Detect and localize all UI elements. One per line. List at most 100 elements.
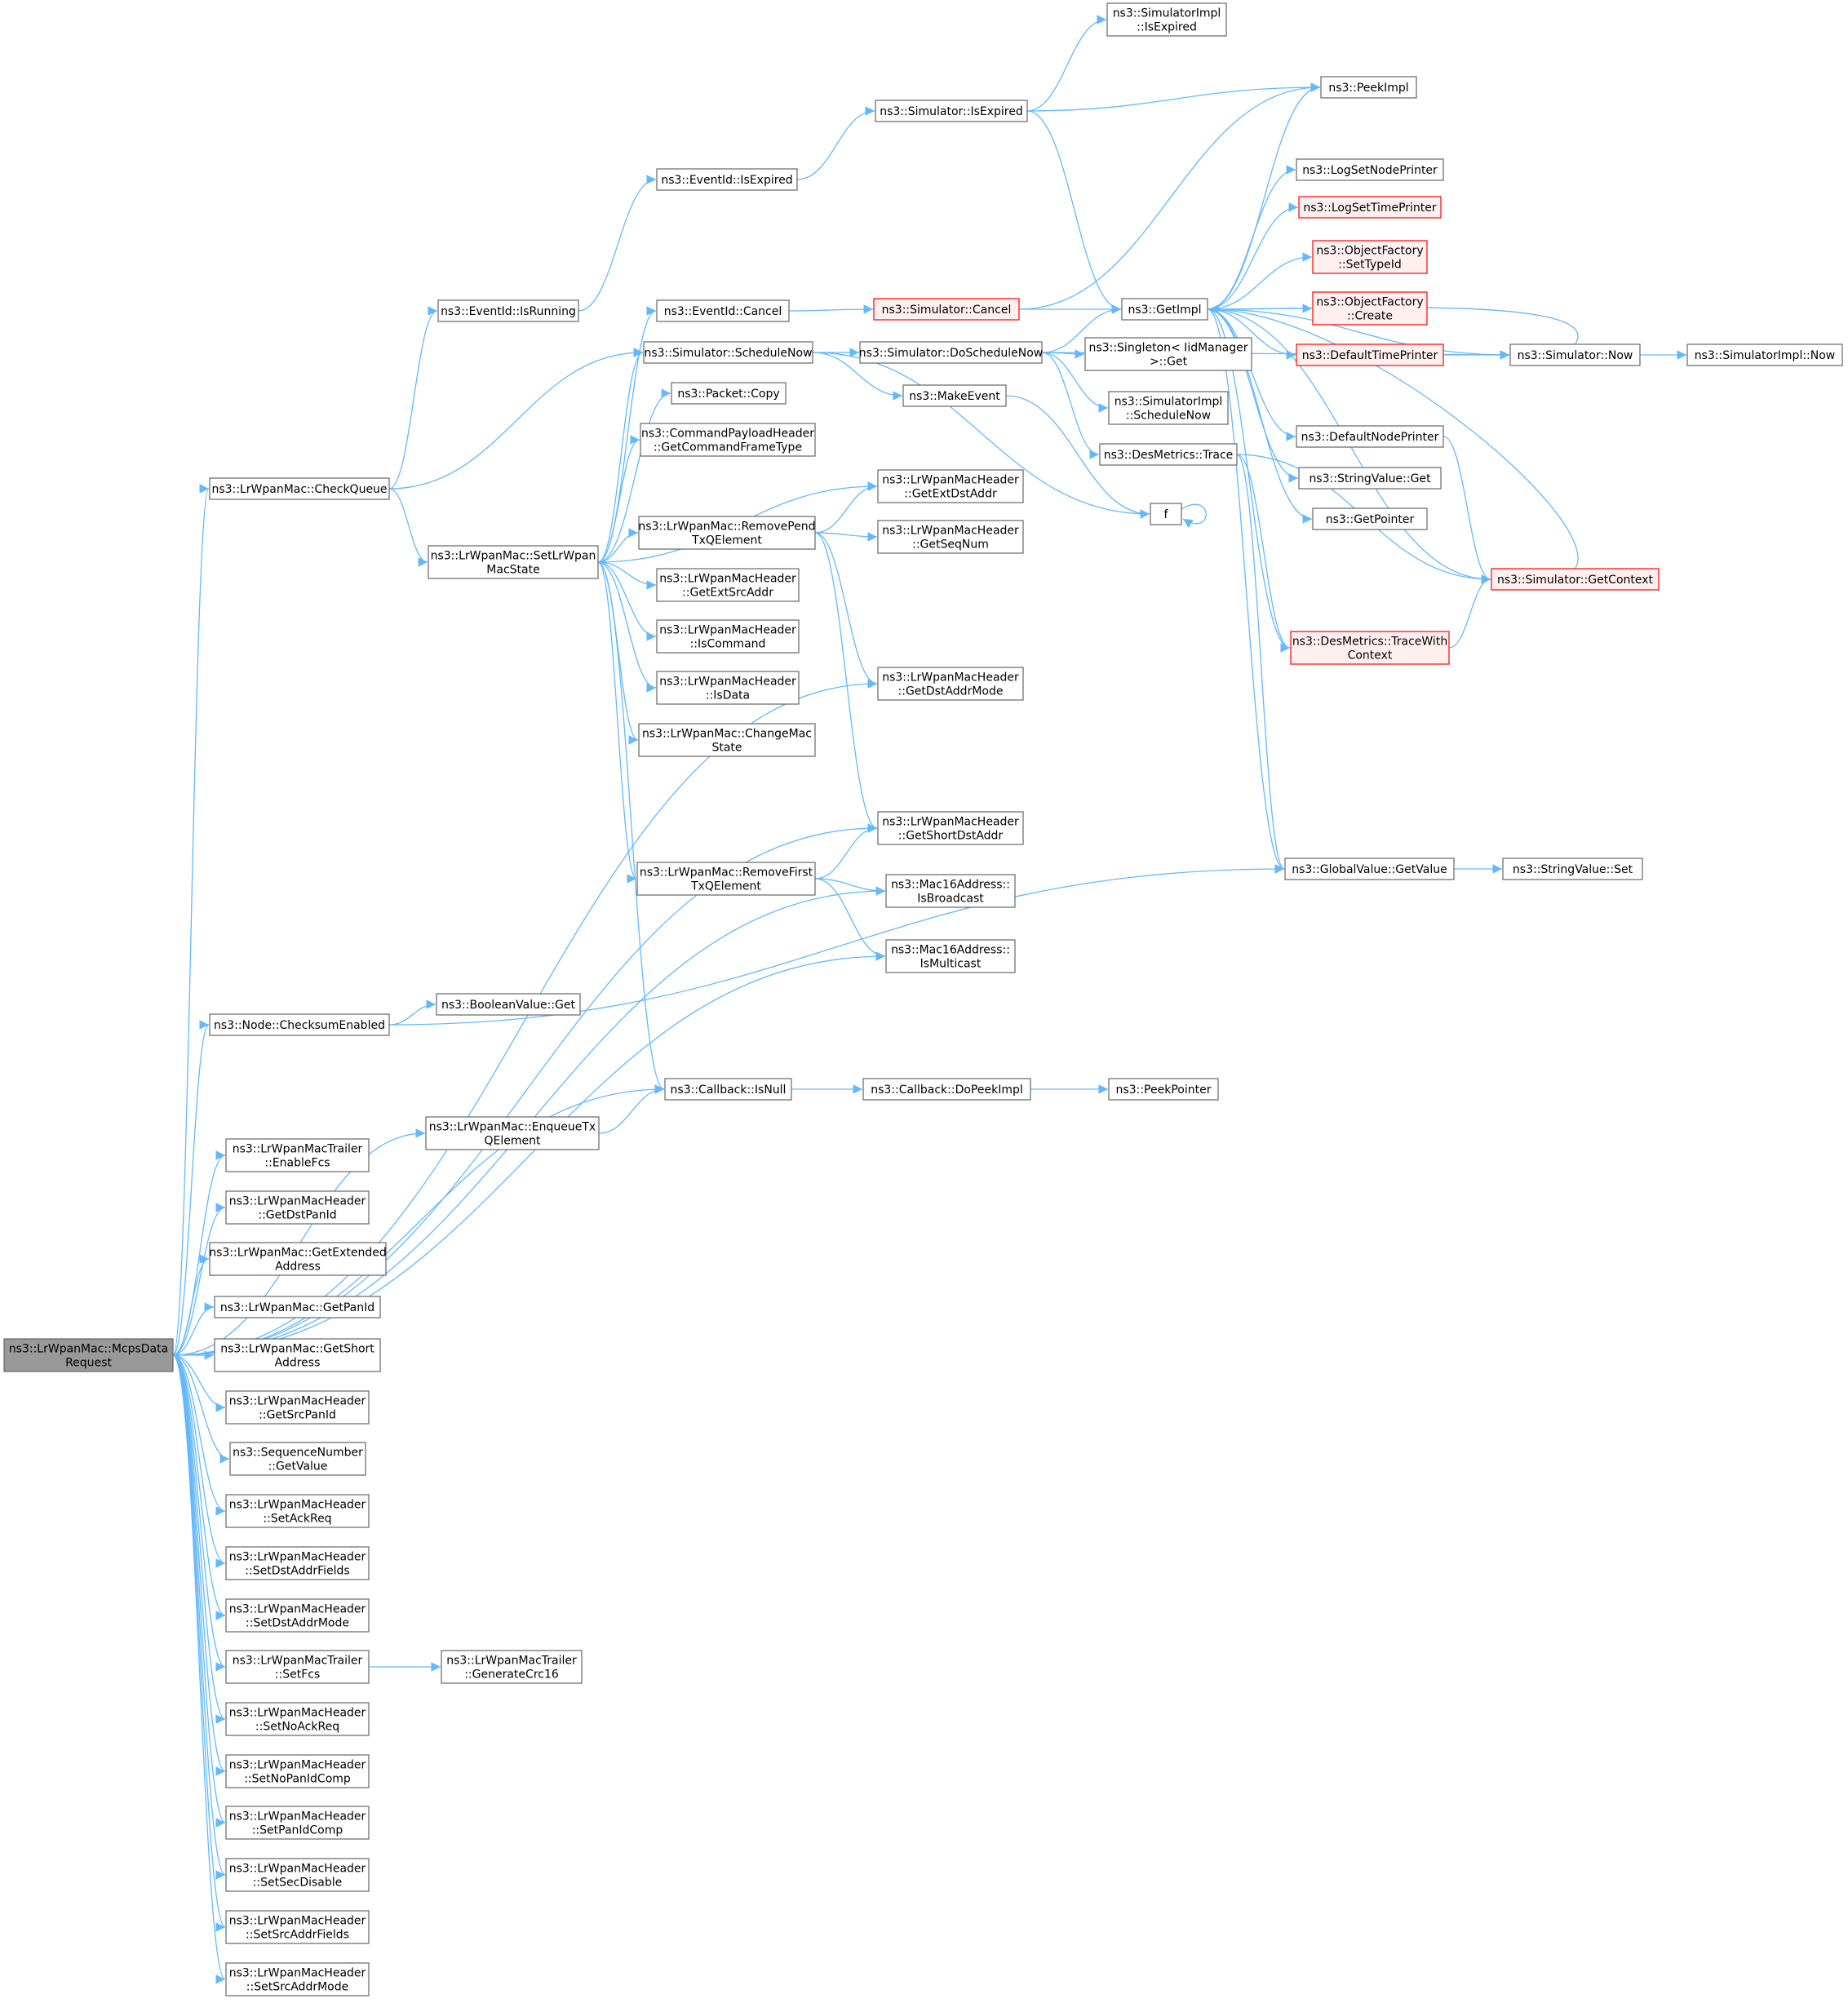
node-getcmdframetype[interactable]: ns3::CommandPayloadHeader::GetCommandFra… (640, 423, 816, 457)
node-box (1298, 467, 1442, 490)
node-gencrc16[interactable]: ns3::LrWpanMacTrailer::GenerateCrc16 (441, 1650, 583, 1684)
node-schednow[interactable]: ns3::Simulator::ScheduleNow (643, 341, 813, 364)
node-label: ns3::LrWpanMacHeader (229, 1810, 366, 1824)
node-singletonget[interactable]: ns3::Singleton< IidManager>::Get (1084, 337, 1252, 371)
node-getpointer[interactable]: ns3::GetPointer (1312, 507, 1428, 530)
node-label: ns3::LrWpanMacHeader (882, 474, 1019, 487)
node-setsrcaddrfields[interactable]: ns3::LrWpanMacHeader::SetSrcAddrFields (225, 1910, 370, 1944)
node-simimplnow[interactable]: ns3::SimulatorImpl::Now (1686, 343, 1843, 366)
node-simimplexpired[interactable]: ns3::SimulatorImpl::IsExpired (1106, 2, 1227, 37)
node-f[interactable]: f (1150, 503, 1182, 525)
node-getextdstaddr[interactable]: ns3::LrWpanMacHeader::GetExtDstAddr (877, 469, 1024, 503)
node-evrunning[interactable]: ns3::EventId::IsRunning (437, 299, 579, 322)
node-peekimpl[interactable]: ns3::PeekImpl (1320, 76, 1417, 99)
node-getdstaddrmode[interactable]: ns3::LrWpanMacHeader::GetDstAddrMode (877, 667, 1024, 701)
node-getpanid[interactable]: ns3::LrWpanMac::GetPanId (214, 1296, 381, 1318)
node-makeevent[interactable]: ns3::MakeEvent (902, 384, 1007, 407)
node-checksumenabled[interactable]: ns3::Node::ChecksumEnabled (209, 1013, 390, 1036)
node-getsrcpanid[interactable]: ns3::LrWpanMacHeader::GetSrcPanId (225, 1390, 370, 1425)
edge-removepend-to-getshortdstaddr (814, 532, 878, 833)
node-booleanget[interactable]: ns3::BooleanValue::Get (436, 993, 581, 1016)
node-isbroadcast[interactable]: ns3::Mac16Address::IsBroadcast (885, 874, 1016, 908)
node-label: ns3::GetImpl (1128, 304, 1201, 317)
node-setdstaddrfields[interactable]: ns3::LrWpanMacHeader::SetDstAddrFields (225, 1546, 370, 1580)
node-setpanidcomp[interactable]: ns3::LrWpanMacHeader::SetPanIdComp (225, 1806, 370, 1840)
edge-root-to-getsrcpanid (172, 1354, 226, 1412)
node-label: ns3::LrWpanMac::GetExtended (209, 1247, 386, 1260)
node-logsetnode[interactable]: ns3::LogSetNodePrinter (1296, 158, 1444, 181)
node-setnopanidcomp[interactable]: ns3::LrWpanMacHeader::SetNoPanIdComp (225, 1754, 370, 1788)
node-label: ns3::DesMetrics::Trace (1104, 449, 1234, 462)
node-box (225, 1598, 370, 1633)
node-gvgetvalue[interactable]: ns3::GlobalValue::GetValue (1284, 857, 1455, 880)
node-stringget[interactable]: ns3::StringValue::Get (1298, 467, 1442, 490)
node-evexpired[interactable]: ns3::EventId::IsExpired (656, 168, 798, 191)
node-ofsettypeid[interactable]: ns3::ObjectFactory::SetTypeId (1312, 240, 1428, 274)
node-destrace[interactable]: ns3::DesMetrics::Trace (1099, 443, 1238, 466)
node-box (1502, 857, 1643, 880)
node-simcancel[interactable]: ns3::Simulator::Cancel (873, 298, 1020, 321)
node-setackreq[interactable]: ns3::LrWpanMacHeader::SetAckReq (225, 1494, 370, 1528)
node-getseqnum[interactable]: ns3::LrWpanMacHeader::GetSeqNum (877, 520, 1024, 554)
node-simnow[interactable]: ns3::Simulator::Now (1509, 343, 1641, 366)
node-enablefcs[interactable]: ns3::LrWpanMacTrailer::EnableFcs (225, 1138, 370, 1172)
node-setsecdisable[interactable]: ns3::LrWpanMacHeader::SetSecDisable (225, 1858, 370, 1892)
node-packetcopy[interactable]: ns3::Packet::Copy (671, 382, 787, 405)
edge-checkqueue-to-schednow (388, 348, 644, 490)
node-ofcreate[interactable]: ns3::ObjectFactory::Create (1312, 291, 1428, 326)
node-label: ns3::DefaultTimePrinter (1302, 349, 1438, 362)
edge-root-to-getdstpanid (172, 1203, 226, 1356)
node-label: ::SetFcs (275, 1668, 320, 1682)
node-simimplschednow[interactable]: ns3::SimulatorImpl::ScheduleNow (1108, 391, 1229, 425)
node-checkqueue[interactable]: ns3::LrWpanMac::CheckQueue (209, 477, 390, 500)
edge-getimpl-to-defnodeprinter (1207, 308, 1296, 441)
node-getshortdstaddr[interactable]: ns3::LrWpanMacHeader::GetShortDstAddr (877, 811, 1024, 845)
node-stringset[interactable]: ns3::StringValue::Set (1502, 857, 1643, 880)
node-label: ns3::LrWpanMacHeader (659, 624, 796, 637)
node-getimpl[interactable]: ns3::GetImpl (1121, 298, 1208, 321)
node-setnoackreq[interactable]: ns3::LrWpanMacHeader::SetNoAckReq (225, 1702, 370, 1736)
node-label: ns3::Callback::IsNull (671, 1083, 787, 1097)
node-label: ns3::LrWpanMac::RemoveFirst (640, 866, 813, 880)
node-label: ns3::LrWpanMac::CheckQueue (211, 483, 387, 496)
node-iscommand[interactable]: ns3::LrWpanMacHeader::IsCommand (656, 619, 800, 654)
node-box (875, 100, 1028, 122)
node-cbdopeek[interactable]: ns3::Callback::DoPeekImpl (862, 1078, 1031, 1101)
edge-root-to-checkqueue (172, 484, 210, 1356)
node-simgetcontext[interactable]: ns3::Simulator::GetContext (1491, 568, 1660, 591)
node-box (225, 1138, 370, 1172)
node-label: ns3::PeekImpl (1328, 82, 1408, 95)
node-box (428, 545, 599, 579)
node-simexpired[interactable]: ns3::Simulator::IsExpired (875, 100, 1028, 122)
node-getextsrcaddr[interactable]: ns3::LrWpanMacHeader::GetExtSrcAddr (656, 568, 800, 602)
node-seqgetvalue[interactable]: ns3::SequenceNumber::GetValue (229, 1442, 366, 1476)
node-setfcs[interactable]: ns3::LrWpanMacTrailer::SetFcs (225, 1650, 370, 1684)
node-getdstpanid[interactable]: ns3::LrWpanMacHeader::GetDstPanId (225, 1190, 370, 1225)
node-setdstaddrmode[interactable]: ns3::LrWpanMacHeader::SetDstAddrMode (225, 1598, 370, 1633)
node-deftimeprinter[interactable]: ns3::DefaultTimePrinter (1296, 343, 1444, 366)
node-peekpointer[interactable]: ns3::PeekPointer (1108, 1078, 1219, 1101)
node-isdata[interactable]: ns3::LrWpanMacHeader::IsData (656, 671, 800, 705)
node-label: ns3::LrWpanMacHeader (229, 1759, 366, 1772)
node-label: ns3::LrWpanMacHeader (229, 1499, 366, 1512)
node-cbisnull[interactable]: ns3::Callback::IsNull (664, 1078, 792, 1101)
node-defnodeprinter[interactable]: ns3::DefaultNodePrinter (1296, 425, 1444, 448)
node-label: ::IsData (706, 689, 750, 702)
node-label: ::SetSrcAddrMode (246, 1981, 348, 1994)
node-label: ::Create (1347, 310, 1393, 323)
node-ismulticast[interactable]: ns3::Mac16Address::IsMulticast (885, 939, 1016, 973)
node-setsrcaddrmode[interactable]: ns3::LrWpanMacHeader::SetSrcAddrMode (225, 1962, 370, 1996)
node-logsettime[interactable]: ns3::LogSetTimePrinter (1298, 196, 1442, 219)
node-evcancel[interactable]: ns3::EventId::Cancel (656, 299, 790, 322)
node-doschednow[interactable]: ns3::Simulator::DoScheduleNow (859, 341, 1043, 364)
node-box (214, 1296, 381, 1318)
